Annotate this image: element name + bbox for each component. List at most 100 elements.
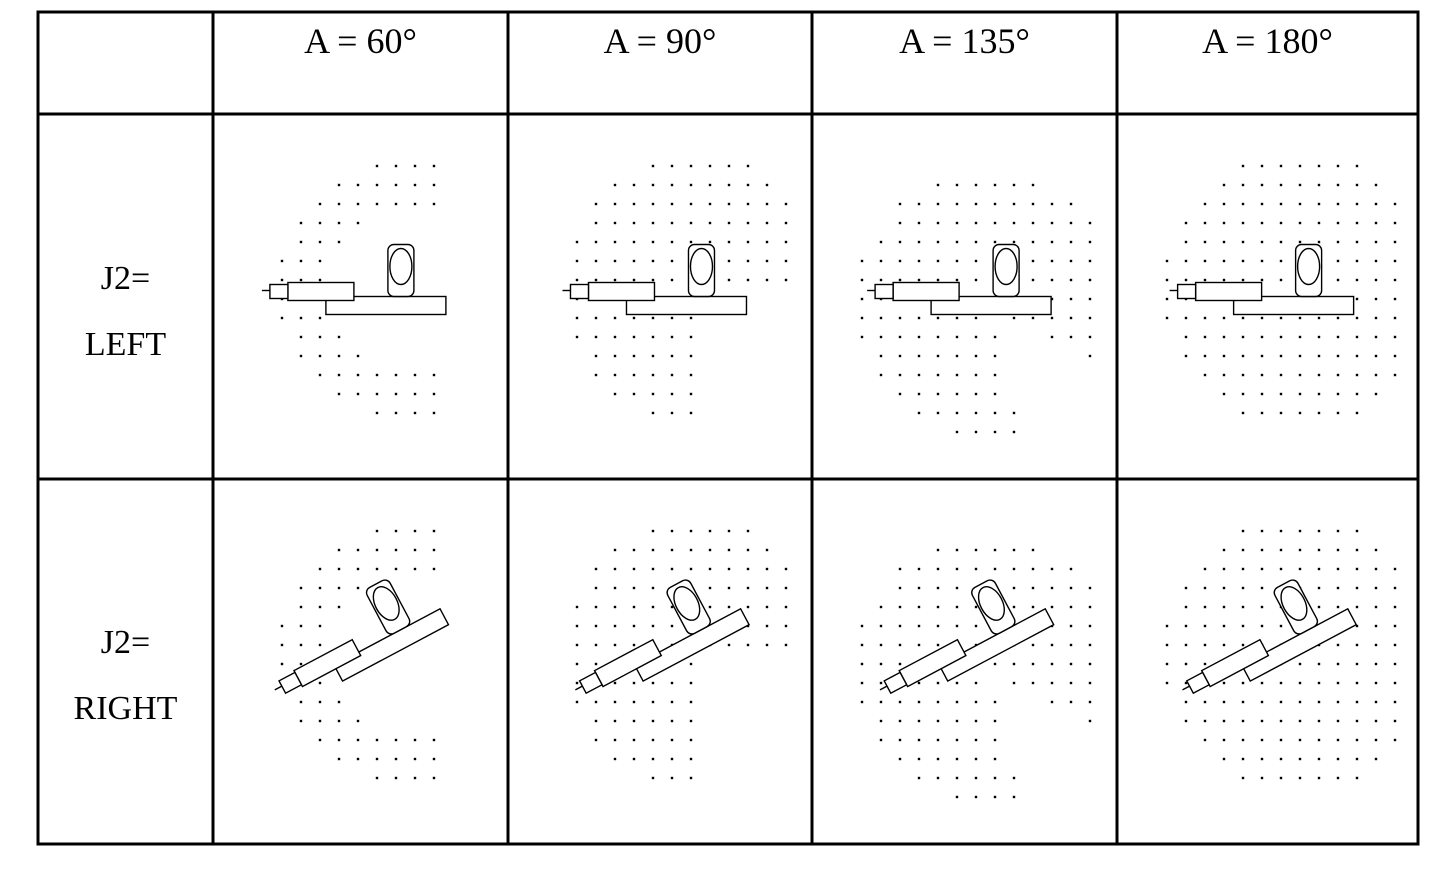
reach-dot <box>318 605 322 609</box>
reach-dot <box>651 392 655 396</box>
reach-dot <box>727 183 731 187</box>
reach-dot <box>1184 643 1188 647</box>
reach-dot <box>318 221 322 225</box>
reach-dot <box>1012 586 1016 590</box>
reach-dot <box>746 259 750 263</box>
reach-dot <box>1355 605 1359 609</box>
reach-dot <box>1012 183 1016 187</box>
reach-dot <box>413 567 417 571</box>
reach-dot <box>879 662 883 666</box>
reach-dot <box>1317 757 1321 761</box>
reach-dot <box>1355 643 1359 647</box>
reach-dot <box>299 662 303 666</box>
reach-dot <box>1222 221 1226 225</box>
reach-dot <box>1298 411 1302 415</box>
reach-dot <box>689 529 693 533</box>
reach-dot <box>917 202 921 206</box>
tool-tip <box>879 685 888 691</box>
reach-dot <box>1012 430 1016 434</box>
joint-motor <box>1280 586 1308 621</box>
reach-dot <box>337 548 341 552</box>
reach-dot <box>432 548 436 552</box>
reach-dot <box>955 719 959 723</box>
reach-dot <box>375 183 379 187</box>
reach-dot <box>1393 316 1397 320</box>
reach-dot <box>356 719 360 723</box>
reach-dot <box>1336 183 1340 187</box>
reach-dot <box>974 776 978 780</box>
reach-dot <box>1260 278 1264 282</box>
reach-dot <box>613 316 617 320</box>
row-header-left-line1: J2= <box>100 260 151 297</box>
reach-dot <box>917 316 921 320</box>
reach-dot <box>1317 202 1321 206</box>
reach-dot <box>879 681 883 685</box>
reach-dot <box>860 316 864 320</box>
reach-dot <box>632 335 636 339</box>
reach-dot <box>917 221 921 225</box>
reach-dot <box>1374 605 1378 609</box>
reach-dot <box>613 605 617 609</box>
reach-dot <box>1069 643 1073 647</box>
reach-dot <box>784 567 788 571</box>
reach-dot <box>1279 529 1283 533</box>
reach-dot <box>708 529 712 533</box>
reach-dot <box>1165 297 1169 301</box>
reach-dot <box>746 567 750 571</box>
reach-dot <box>1222 259 1226 263</box>
cell-right-a180 <box>1165 529 1397 780</box>
reach-dot <box>1336 586 1340 590</box>
reach-dot <box>613 586 617 590</box>
reach-dot <box>1222 567 1226 571</box>
reach-dot <box>1241 776 1245 780</box>
reach-dot <box>594 738 598 742</box>
reach-dot <box>689 392 693 396</box>
reach-dot <box>917 757 921 761</box>
reach-dot <box>1069 700 1073 704</box>
reach-dot <box>898 757 902 761</box>
reach-dot <box>917 586 921 590</box>
reach-dot <box>432 529 436 533</box>
cell-left-a135 <box>860 183 1092 434</box>
reach-dot <box>917 392 921 396</box>
reach-dot <box>432 411 436 415</box>
reach-dot <box>1203 700 1207 704</box>
reach-dot <box>413 164 417 168</box>
reach-dot <box>375 757 379 761</box>
reach-dot <box>1393 354 1397 358</box>
reach-dot <box>860 700 864 704</box>
reach-dot <box>1203 567 1207 571</box>
reach-dot <box>1279 240 1283 244</box>
reach-dot <box>1050 605 1054 609</box>
reach-dot <box>1336 605 1340 609</box>
reach-dot <box>413 776 417 780</box>
reach-dot <box>1165 278 1169 282</box>
reach-dot <box>1031 681 1035 685</box>
reach-dot <box>936 548 940 552</box>
tool-tip <box>575 685 583 691</box>
reach-dot <box>299 259 303 263</box>
reach-dot <box>632 757 636 761</box>
reach-dot <box>993 567 997 571</box>
reach-dot <box>299 335 303 339</box>
reach-dot <box>1355 183 1359 187</box>
reach-dot <box>1317 240 1321 244</box>
reach-dot <box>917 681 921 685</box>
reach-dot <box>670 411 674 415</box>
reach-dot <box>898 719 902 723</box>
reach-dot <box>1374 392 1378 396</box>
reach-dot <box>299 221 303 225</box>
reach-dot <box>1241 278 1245 282</box>
reach-dot <box>1355 240 1359 244</box>
reach-dot <box>879 278 883 282</box>
reach-dot <box>394 548 398 552</box>
reach-dot <box>974 202 978 206</box>
reach-dot <box>375 202 379 206</box>
reach-dot <box>1336 335 1340 339</box>
reach-dot <box>993 411 997 415</box>
reach-dot <box>1298 681 1302 685</box>
reach-dot <box>689 316 693 320</box>
joint-column <box>365 579 411 635</box>
reach-dot <box>1393 738 1397 742</box>
reach-dot <box>860 643 864 647</box>
